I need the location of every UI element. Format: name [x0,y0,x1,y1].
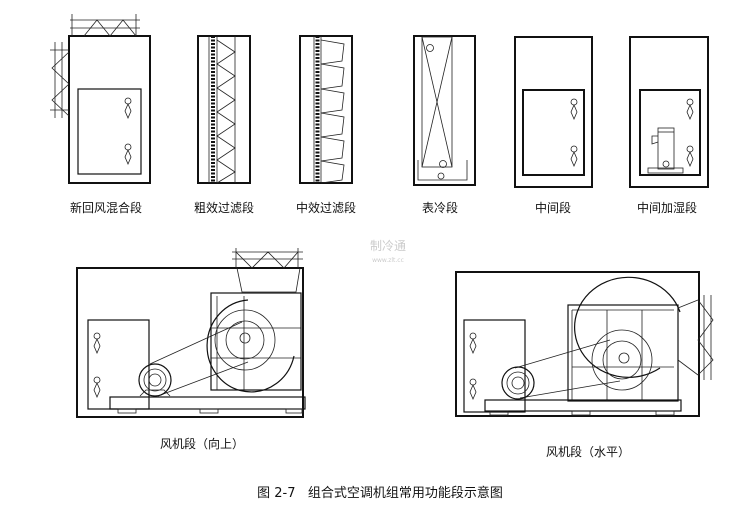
isolator [285,408,303,414]
fan-volute [574,276,681,378]
watermark-url: www.zlt.cc [372,257,404,264]
isolator [117,408,137,414]
drain-pan [417,160,468,181]
fan-label: 风机段（向上） [160,436,244,451]
section-label: 中效过滤段 [296,200,356,215]
section-label: 粗效过滤段 [194,200,254,215]
fan-upward-section [76,248,306,418]
coarse-filter-section [197,35,251,184]
medium-filter-section [299,35,353,184]
section-label: 中间加湿段 [637,200,697,215]
door-handle-icon [570,98,578,120]
section-casing [514,36,593,188]
bag-filters [320,39,345,184]
isolator [571,410,591,416]
access-door [639,89,701,176]
side-outlet-damper [697,295,714,380]
pipe-connection-icon [439,160,447,168]
fan-frame [210,292,302,391]
fan-wheel [214,309,276,371]
section-casing [455,271,700,417]
fan-horizontal-section [455,271,714,417]
watermark-title: 制冷通 [370,239,406,253]
drain-icon [437,172,445,180]
fan-volute [206,299,295,393]
access-door [463,319,526,413]
section-casing [68,35,151,184]
humidifier-section [629,36,709,188]
section-casing [76,267,304,418]
access-door [522,89,585,176]
door-handle-icon [686,145,694,167]
pipe-connection-icon [426,44,434,52]
outlet-duct [236,267,301,293]
mixing-section [50,14,151,184]
drive-belt [149,321,243,365]
door-handle-icon [469,332,477,354]
door-handle-icon [469,378,477,400]
drive-belt [519,380,621,399]
section-casing [197,35,251,184]
outlet-duct [677,299,699,376]
section-casing [299,35,353,184]
section-label: 新回风混合段 [70,200,142,215]
door-handle-icon [93,332,101,354]
section-label: 表冷段 [422,200,458,215]
base-frame [484,399,682,412]
door-handle-icon [124,143,132,165]
base-frame [109,396,306,410]
figure-caption: 图 2-7 组合式空调机组常用功能段示意图 [257,485,503,501]
section-label: 中间段 [535,200,571,215]
door-handle-icon [93,376,101,398]
top-outlet-damper [232,248,303,269]
access-door [77,88,142,175]
filter-zigzag [216,39,236,184]
humidifier-unit [647,127,684,174]
coil [421,36,453,168]
door-handle-icon [686,98,694,120]
fan-label: 风机段（水平） [546,444,630,459]
drive-belt [157,361,249,397]
middle-section [514,36,593,188]
section-casing [413,35,476,186]
cooling-coil-section [413,35,476,186]
drive-belt [514,339,611,369]
isolator [655,410,675,416]
fan-frame [567,304,679,402]
fan-shaft [239,332,251,344]
isolator [199,408,219,414]
fan-shaft [618,352,630,364]
fan-wheel [591,329,653,391]
door-handle-icon [124,97,132,119]
side-damper [50,42,70,118]
motor [501,366,535,400]
top-damper [70,14,140,37]
section-casing [629,36,709,188]
motor [138,363,172,397]
door-handle-icon [570,145,578,167]
isolator [489,410,509,416]
